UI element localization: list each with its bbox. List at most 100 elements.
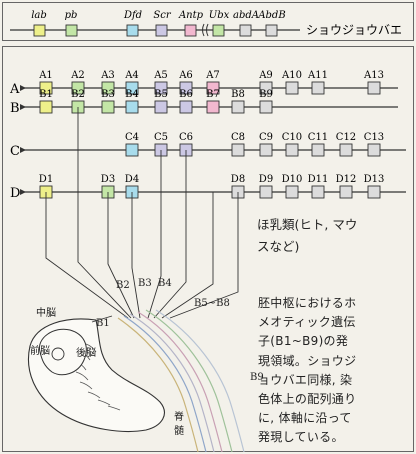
label-b3: B3	[138, 278, 152, 289]
description-line: ョウバエ同様, 染	[258, 372, 353, 387]
gene-label-a5: A5	[153, 70, 168, 81]
row-arrow-c	[20, 147, 26, 153]
row-label-b: B	[10, 101, 20, 116]
gene-box-abda	[239, 24, 252, 37]
gene-box-c12	[339, 143, 353, 157]
label-spinal-cord-1: 脊	[174, 410, 184, 423]
description-line: 発現している。	[258, 430, 344, 445]
fly-caption: ショウジョウバエ	[306, 23, 402, 37]
description-paragraph: 胚中枢におけるホ メオティック遺伝 子(B1~B9)の発 現領域。ショウジ ョウ…	[258, 294, 416, 448]
description-line: 胚中枢におけるホ	[258, 296, 357, 310]
gene-box-ubx	[212, 24, 225, 37]
gene-box-b8	[231, 100, 245, 114]
gene-label-ubx: Ubx	[209, 10, 230, 21]
description-line: 色体上の配列通り	[258, 392, 357, 407]
gene-box-b4	[125, 100, 139, 114]
gene-box-c8	[231, 143, 245, 157]
mammal-heading-line1: ほ乳類(ヒト, マウ	[257, 217, 358, 232]
gene-label-c8: C8	[231, 132, 245, 143]
gene-label-a11: A11	[307, 70, 328, 81]
gene-label-c12: C12	[336, 132, 356, 143]
row-label-c: C	[10, 144, 20, 159]
gene-box-b9	[259, 100, 273, 114]
gene-label-c13: C13	[364, 132, 384, 143]
gene-label-a9: A9	[258, 70, 273, 81]
gene-box-scr	[155, 24, 168, 37]
row-arrow-d	[20, 189, 26, 195]
connector-d9	[169, 192, 239, 319]
gene-label-a6: A6	[178, 70, 193, 81]
gene-box-antp	[184, 24, 197, 37]
gene-label-lab: lab	[31, 10, 47, 21]
mammal-heading-line2: スなど)	[257, 239, 300, 254]
gene-label-scr: Scr	[153, 10, 171, 21]
gene-box-d11	[311, 185, 325, 199]
embryo-labels: 中脳 前脳 後脳 脊 髄 B1 B2 B3 B4 B5~B8 B9	[30, 278, 264, 437]
connector-b2	[77, 107, 132, 319]
gene-label-a7: A7	[205, 70, 220, 81]
brain-outline	[38, 328, 87, 376]
gene-label-pb: pb	[65, 10, 78, 21]
mammal-panel-frame	[2, 46, 414, 452]
row-label-a: A	[9, 82, 20, 97]
connector-c6	[153, 150, 187, 319]
gene-label-b5: B5	[154, 89, 168, 100]
label-midbrain: 中脳	[36, 306, 56, 319]
connector-d3	[107, 192, 135, 319]
gene-label-a3: A3	[100, 70, 115, 81]
band-b3	[129, 313, 215, 453]
gene-box-b1	[39, 100, 53, 114]
gene-box-a4	[125, 81, 139, 95]
gene-label-a4: A4	[124, 70, 139, 81]
gene-box-abdb	[265, 24, 278, 37]
gene-label-d10: D10	[282, 174, 303, 185]
label-spinal-cord-2: 髄	[174, 424, 184, 437]
gene-label-b2: B2	[71, 89, 85, 100]
gene-label-b3: B3	[101, 89, 115, 100]
gene-box-d9	[259, 185, 273, 199]
gene-label-dfd: Dfd	[123, 10, 142, 21]
gene-label-b4: B4	[125, 89, 139, 100]
description-line: メオティック遺伝	[258, 315, 356, 330]
gene-label-c10: C10	[282, 132, 302, 143]
connector-d8	[161, 192, 214, 319]
band-b5-b8	[145, 309, 233, 453]
gene-box-b6	[179, 100, 193, 114]
description-line: に, 体軸に沿って	[258, 411, 352, 426]
gene-label-c9: C9	[259, 132, 273, 143]
gene-box-a9	[259, 81, 273, 95]
gene-label-d13: D13	[364, 174, 385, 185]
expression-connectors	[45, 107, 239, 319]
label-forebrain: 前脳	[30, 344, 50, 357]
b1-pointer	[91, 315, 113, 323]
gene-label-b9: B9	[259, 89, 273, 100]
label-hindbrain: 後脳	[76, 346, 96, 359]
label-b2: B2	[116, 280, 130, 291]
gene-box-lab	[33, 24, 46, 37]
gene-box-a7	[206, 81, 220, 95]
gene-label-c11: C11	[308, 132, 328, 143]
gene-label-d11: D11	[308, 174, 329, 185]
gene-box-a5	[154, 81, 168, 95]
gene-label-c4: C4	[125, 132, 139, 143]
gene-label-b7: B7	[206, 89, 220, 100]
gene-box-c10	[285, 143, 299, 157]
gene-label-d9: D9	[259, 174, 273, 185]
row-arrow-a	[20, 85, 26, 91]
gene-label-abda: abdA	[233, 10, 259, 21]
label-b1: B1	[96, 318, 110, 329]
description-line: 現領域。ショウジ	[258, 353, 357, 368]
gene-box-c11	[311, 143, 325, 157]
gene-label-abdb: AbdB	[257, 10, 285, 21]
gene-label-b6: B6	[179, 89, 193, 100]
gene-label-a13: A13	[363, 70, 384, 81]
description-line: 子(B1~B9)の発	[258, 334, 349, 349]
gene-box-a11	[311, 81, 325, 95]
gene-box-pb	[65, 24, 78, 37]
band-b1	[117, 317, 199, 453]
gene-box-d12	[339, 185, 353, 199]
gene-label-d8: D8	[231, 174, 245, 185]
gene-box-dfd	[126, 24, 139, 37]
mammal-heading: ほ乳類(ヒト, マウ スなど)	[257, 214, 416, 258]
